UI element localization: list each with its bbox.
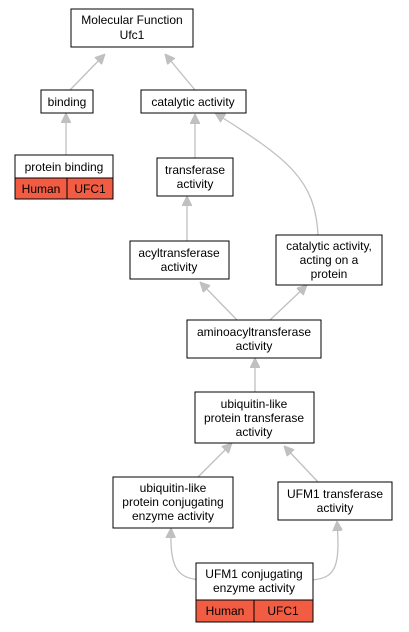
node-protein-binding[interactable]: protein binding Human UFC1: [14, 154, 114, 200]
edges: [66, 54, 338, 581]
node-box: [40, 89, 94, 114]
edge-ufm1conj-ufm1trans: [311, 521, 338, 581]
node-box: [277, 481, 393, 521]
node-label-line: protein: [311, 267, 348, 281]
node-label-line: Ufc1: [120, 28, 145, 42]
node-ufm1-transferase-activity[interactable]: UFM1 transferase activity: [277, 481, 393, 521]
node-label-line: protein binding: [25, 160, 104, 174]
node-box: [186, 319, 322, 359]
node-aminoacyltransferase-activity[interactable]: aminoacyltransferase activity: [186, 319, 322, 359]
node-box: [156, 157, 234, 197]
annotation-species: Human: [206, 604, 245, 618]
edge-aminoacyl-catprotein: [269, 285, 307, 321]
edge-binding-root: [69, 54, 105, 91]
edge-catprotein-catalytic: [215, 113, 319, 236]
node-box: [140, 89, 247, 114]
node-binding[interactable]: binding: [40, 89, 94, 114]
annotation-gene: UFC1: [74, 182, 106, 196]
node-ubiquitin-like-protein-transferase-activity[interactable]: ubiquitin-like protein transferase activ…: [194, 391, 315, 444]
node-label-line: UFM1 conjugating: [205, 567, 302, 581]
node-label-line: transferase: [165, 163, 225, 177]
node-label-line: binding: [48, 95, 87, 109]
node-label-line: enzyme activity: [132, 509, 214, 523]
edge-ublconj-ubltransferase: [197, 443, 232, 478]
edge-catalytic-root: [165, 54, 196, 91]
node-label-line: ubiquitin-like: [221, 397, 288, 411]
node-box: [194, 391, 315, 444]
annotation-gene-badge: [66, 177, 114, 200]
annotation-species: Human: [22, 182, 61, 196]
node-label-line: activity: [317, 501, 354, 515]
annotation-gene-badge: [253, 599, 314, 623]
node-label-line: ubiquitin-like: [140, 481, 207, 495]
node-label-line: catalytic activity,: [286, 239, 372, 253]
node-label-line: acyltransferase: [138, 246, 220, 260]
node-box: [195, 562, 314, 602]
node-box: [129, 240, 230, 280]
node-ubiquitin-like-protein-conjugating-enzyme-activity[interactable]: ubiquitin-like protein conjugating enzym…: [112, 476, 234, 529]
node-box: [275, 234, 383, 286]
node-catalytic-activity[interactable]: catalytic activity: [140, 89, 247, 114]
node-label-line: acting on a: [300, 253, 359, 267]
node-catalytic-activity-acting-on-protein[interactable]: catalytic activity, acting on a protein: [275, 234, 383, 286]
node-label-line: activity: [236, 339, 273, 353]
node-box: [112, 476, 234, 529]
node-label-line: protein transferase: [204, 411, 304, 425]
node-label-line: catalytic activity: [151, 95, 234, 109]
node-acyltransferase-activity[interactable]: acyltransferase activity: [129, 240, 230, 280]
node-label-line: UFM1 transferase: [287, 487, 383, 501]
node-label-line: activity: [236, 425, 273, 439]
node-label-line: activity: [161, 260, 198, 274]
node-ufm1-conjugating-enzyme-activity[interactable]: UFM1 conjugating enzyme activity Human U…: [195, 562, 314, 623]
node-label-line: protein conjugating: [122, 495, 223, 509]
edge-aminoacyl-acyl: [200, 282, 238, 321]
edge-ufm1trans-ubltransferase: [284, 446, 319, 483]
node-label-line: enzyme activity: [213, 581, 295, 595]
edge-ufm1conj-ublconj: [171, 528, 201, 581]
node-label-line: activity: [177, 177, 214, 191]
annotation-gene: UFC1: [267, 604, 299, 618]
node-transferase-activity[interactable]: transferase activity: [156, 157, 234, 197]
node-box: [70, 8, 194, 48]
node-molecular-function[interactable]: Molecular Function Ufc1: [70, 8, 194, 48]
node-label-line: Molecular Function: [81, 13, 182, 27]
node-label-line: aminoacyltransferase: [197, 325, 311, 339]
